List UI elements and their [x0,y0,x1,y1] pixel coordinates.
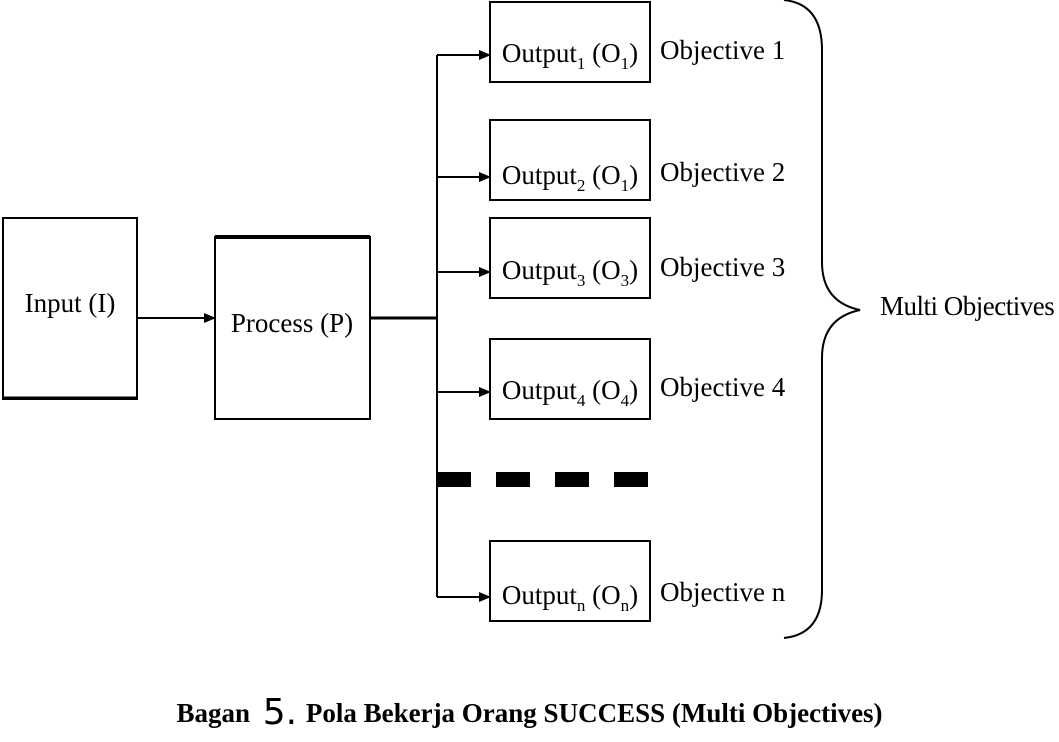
input-label: Input (I) [25,288,116,318]
output-box [489,119,651,201]
multi-objectives-label: Multi Objectives [880,291,1054,321]
caption-number: 5. [262,692,298,733]
outputs-group: Output1 (O1) Objective 1 Output2 (O1) Objec… [437,1,786,622]
output-box [489,540,651,622]
objective-label: Objective 3 [660,252,785,282]
ellipsis-dashes [437,472,648,487]
output-label: Outputn (On) [502,580,638,615]
output-box [489,217,651,299]
objective-label: Objective n [660,577,786,607]
grouping-brace [783,0,861,639]
output-label: Output1 (O1) [502,38,638,73]
objective-label: Objective 2 [660,157,785,187]
output-box [489,1,651,83]
figure-caption: Bagan 5. Pola Bekerja Orang SUCCESS (Mul… [0,692,1059,733]
objective-label: Objective 4 [660,372,786,402]
objective-label: Objective 1 [660,35,785,65]
caption-text: Pola Bekerja Orang SUCCESS (Multi Object… [305,698,883,728]
input-box [2,217,138,400]
output-label: Output3 (O3) [502,255,638,290]
output-label: Output2 (O1) [502,160,638,195]
output-box [489,338,651,420]
caption-prefix: Bagan [176,698,250,728]
output-label: Output4 (O4) [502,375,638,410]
process-label: Process (P) [231,308,353,338]
